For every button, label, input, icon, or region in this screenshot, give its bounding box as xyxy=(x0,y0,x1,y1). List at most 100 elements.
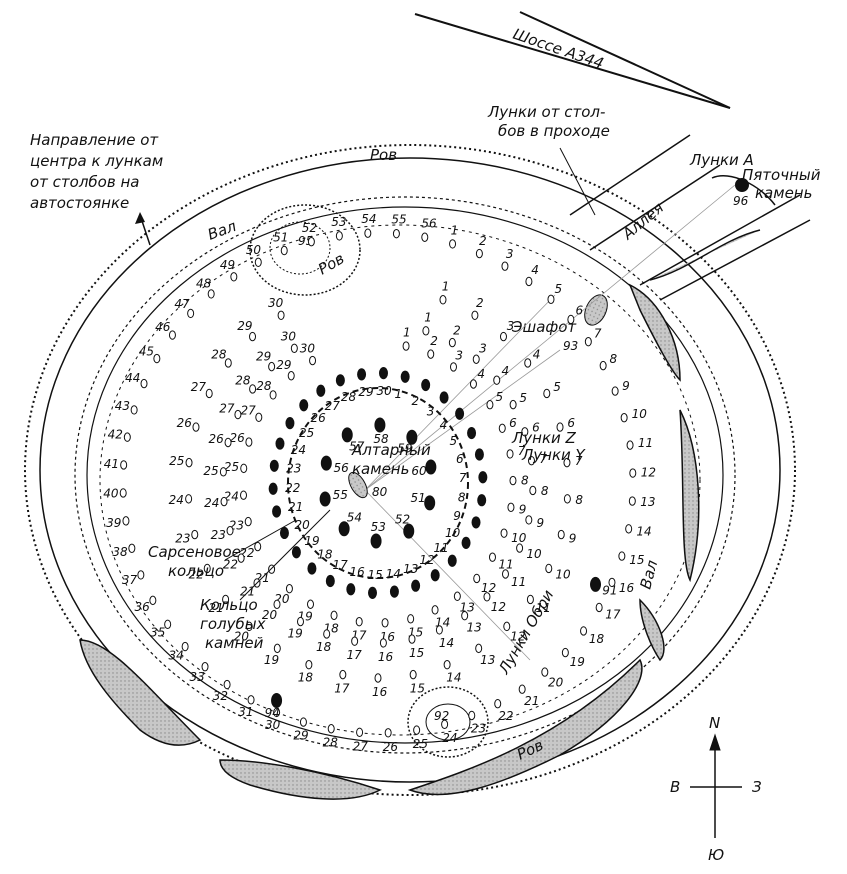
y-hole-7 xyxy=(563,457,571,468)
bluestone-label-9: 9 xyxy=(519,503,527,517)
sarsen-stone-28 xyxy=(335,374,345,387)
y-hole-29 xyxy=(249,331,257,342)
z-hole-label-28: 28 xyxy=(235,374,251,388)
bluestone-2 xyxy=(427,349,435,359)
bluestone-23 xyxy=(244,516,252,527)
z-hole-16 xyxy=(379,638,387,648)
sarsen-stone-label-3: 3 xyxy=(427,405,435,419)
z-hole-18 xyxy=(323,629,331,639)
aubrey-hole-11 xyxy=(626,440,634,450)
aubrey-hole-31 xyxy=(247,695,255,705)
altar-group: Алтарный камень 80 xyxy=(348,441,431,499)
heel-stone-area: Лунки А Пяточный камень 96 xyxy=(689,151,821,208)
aubrey-hole-14 xyxy=(625,524,633,534)
aubrey-hole-10 xyxy=(620,412,628,423)
y-hole-11 xyxy=(526,594,534,605)
aubrey-hole-53 xyxy=(335,231,343,241)
bluestone-label-28: 28 xyxy=(256,379,272,393)
y-holes-label: Лунки Y xyxy=(521,446,587,464)
aubrey-hole-label-44: 44 xyxy=(125,371,140,385)
aubrey-hole-label-4: 4 xyxy=(531,263,539,277)
aubrey-hole-label-56: 56 xyxy=(421,216,437,230)
aubrey-hole-36 xyxy=(149,595,157,606)
y-hole-label-19: 19 xyxy=(264,653,279,667)
y-hole-label-6: 6 xyxy=(567,416,575,430)
aubrey-hole-label-43: 43 xyxy=(115,399,130,413)
aubrey-hole-48 xyxy=(207,289,215,299)
holes-a-label: Лунки А xyxy=(689,151,754,169)
bluestone-29 xyxy=(287,371,295,381)
z-hole-9 xyxy=(525,515,533,525)
aubrey-hole-label-21: 21 xyxy=(524,694,539,708)
station-stone-91 xyxy=(590,576,602,592)
aubrey-hole-30 xyxy=(273,707,281,718)
z-hole-label-20: 20 xyxy=(262,608,278,622)
altar-number: 80 xyxy=(372,485,388,499)
bluestone-label-27: 27 xyxy=(240,404,256,418)
aubrey-hole-5 xyxy=(547,294,555,305)
compass: N Ю В З xyxy=(670,714,762,864)
y-hole-label-27: 27 xyxy=(191,380,207,394)
sight-lines xyxy=(364,184,736,661)
z-hole-7 xyxy=(527,456,535,466)
compass-w: З xyxy=(752,778,762,796)
aubrey-hole-35 xyxy=(164,619,172,630)
sarsen-stone-label-27: 27 xyxy=(325,399,341,413)
bluestone-14 xyxy=(431,605,439,615)
z-hole-1 xyxy=(422,326,430,336)
aubrey-hole-label-12: 12 xyxy=(641,465,656,479)
y-hole-25 xyxy=(185,457,193,468)
z-hole-29 xyxy=(268,361,276,372)
post-holes-label-1: Лунки от стол- xyxy=(487,103,605,121)
aubrey-hole-1 xyxy=(449,239,457,249)
z-hole-30 xyxy=(290,343,298,354)
z-hole-label-4: 4 xyxy=(501,364,509,378)
aubrey-hole-label-33: 33 xyxy=(190,670,205,684)
post-holes-label-2: бов в проходе xyxy=(498,122,610,140)
aubrey-hole-37 xyxy=(137,570,145,580)
aubrey-hole-label-39: 39 xyxy=(106,516,121,530)
sarsen-stone-21 xyxy=(272,505,282,518)
y-hole-26 xyxy=(192,422,200,432)
sarsen-stone-label-6: 6 xyxy=(456,452,464,466)
y-hole-label-12: 12 xyxy=(510,630,525,644)
z-hole-14 xyxy=(435,625,443,635)
z-hole-label-25: 25 xyxy=(203,464,218,478)
z-hole-17 xyxy=(351,636,359,646)
aubrey-hole-47 xyxy=(187,308,195,319)
sarsen-stone-label-9: 9 xyxy=(453,509,461,523)
y-hole-label-2: 2 xyxy=(476,296,484,310)
sarsen-stone-15 xyxy=(368,586,378,599)
sarsen-stone-label-2: 2 xyxy=(411,394,419,408)
avenue-label: Аллея xyxy=(618,199,667,244)
z-holes-label: Лунки Z xyxy=(511,429,577,447)
aubrey-hole-13 xyxy=(628,496,636,506)
altar-label-1: Алтарный xyxy=(351,441,431,459)
z-hole-label-3: 3 xyxy=(479,341,487,355)
bluestone-5 xyxy=(486,400,494,410)
trilithon-stone-60 xyxy=(425,459,437,475)
y-hole-label-29: 29 xyxy=(237,319,252,333)
y-hole-label-7: 7 xyxy=(575,454,583,468)
z-hole-label-8: 8 xyxy=(541,484,549,498)
y-hole-5 xyxy=(543,388,551,399)
aubrey-hole-label-38: 38 xyxy=(112,545,128,559)
sarsen-stone-label-4: 4 xyxy=(440,418,448,432)
bluestone-26 xyxy=(245,437,253,447)
z-hole-label-26: 26 xyxy=(209,432,225,446)
bluestone-label-2: 2 xyxy=(430,334,438,348)
z-hole-2 xyxy=(448,337,456,348)
y-hole-10 xyxy=(545,563,553,574)
sarsen-stone-12 xyxy=(430,569,440,582)
y-hole-6 xyxy=(556,422,564,432)
bluestone-18 xyxy=(330,610,338,621)
aubrey-hole-label-45: 45 xyxy=(139,345,154,359)
sarsen-stone-18 xyxy=(307,562,317,575)
z-hole-label-12: 12 xyxy=(491,600,506,614)
aubrey-hole-42 xyxy=(123,432,131,442)
sarsen-stone-label-1: 1 xyxy=(395,387,403,401)
bluestone-11 xyxy=(488,552,496,562)
aubrey-hole-label-18: 18 xyxy=(589,632,605,646)
aubrey-hole-label-40: 40 xyxy=(103,487,119,501)
z-hole-label-29: 29 xyxy=(256,349,271,363)
